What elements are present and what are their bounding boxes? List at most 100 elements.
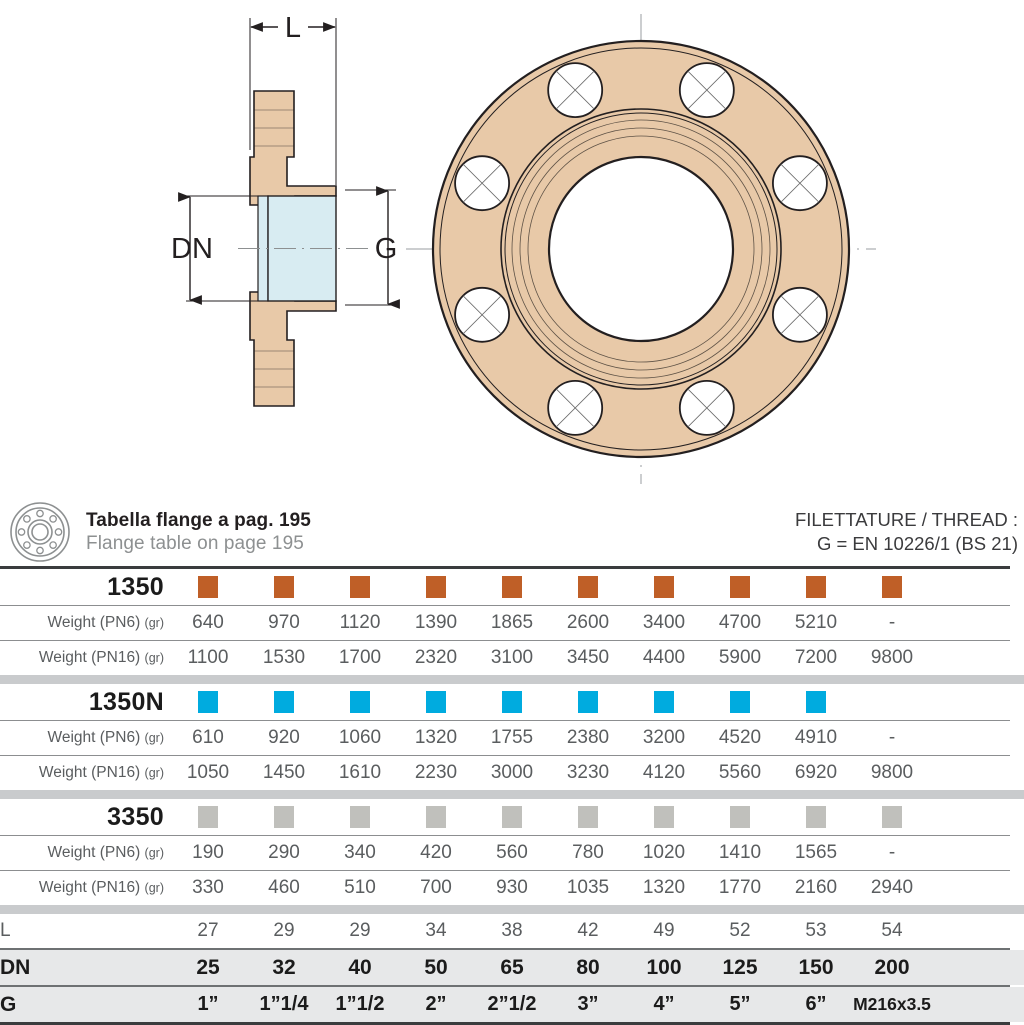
cell: 930 (496, 877, 528, 898)
section-separator (0, 905, 1024, 914)
row-label: Weight (PN16) (gr) (38, 764, 164, 781)
thread-note-line1: FILETTATURE / THREAD : (794, 508, 1018, 530)
row-rule (0, 835, 1010, 836)
row-label: Weight (PN6) (gr) (47, 614, 164, 631)
table-row: Weight (PN6) (gr) 190 290 340 420 560 78… (0, 836, 1024, 870)
row-rule (0, 870, 1010, 871)
cell: 5210 (794, 612, 838, 633)
marker-swatch (654, 576, 674, 598)
dimension-row-G: G 1” 1”1/4 1”1/2 2” 2”1/2 3” 4” 5” 6” M2… (0, 987, 1024, 1022)
cell: 1390 (414, 612, 458, 633)
cell: 340 (344, 842, 376, 863)
bolt-holes (454, 62, 828, 436)
cell: 200 (874, 955, 910, 979)
cell: 2”1/2 (487, 993, 537, 1015)
cell: 3” (577, 993, 599, 1015)
cell: 150 (798, 955, 834, 979)
cell: 700 (420, 877, 452, 898)
cell: 420 (420, 842, 452, 863)
table-row: Weight (PN6) (gr) 610 920 1060 1320 1755… (0, 721, 1024, 755)
cell: 1320 (642, 877, 686, 898)
section-markers-3350 (170, 799, 1024, 835)
cell: 1865 (490, 612, 534, 633)
marker-swatch (426, 691, 446, 713)
cell: 1410 (718, 842, 762, 863)
marker-swatch (350, 576, 370, 598)
cell: 5900 (718, 647, 762, 668)
marker-swatch (654, 806, 674, 828)
cell: 190 (192, 842, 224, 863)
row-label-L: L (0, 920, 11, 941)
row-rule (0, 985, 1010, 987)
marker-swatch (806, 691, 826, 713)
cell: 6” (805, 993, 827, 1015)
cell: M216x3.5 (853, 994, 931, 1014)
row-rule (0, 605, 1010, 606)
marker-swatch (730, 691, 750, 713)
cell: 1755 (490, 727, 534, 748)
marker-swatch (274, 576, 294, 598)
cell: 125 (722, 955, 758, 979)
cell: 25 (196, 955, 220, 979)
cell: 4400 (642, 647, 686, 668)
cell: 3200 (642, 727, 686, 748)
section-header-1350n: 1350N (0, 684, 1024, 720)
cell: 54 (881, 920, 903, 941)
cell: 5” (729, 993, 751, 1015)
cell: 80 (576, 955, 600, 979)
cell: 7200 (794, 647, 838, 668)
cell: - (888, 842, 896, 863)
thread-note: FILETTATURE / THREAD : G = EN 10226/1 (B… (795, 508, 1018, 556)
marker-swatch (274, 691, 294, 713)
cell: 9800 (870, 762, 914, 783)
row-rule (0, 720, 1010, 721)
dim-L-label: L (285, 12, 301, 44)
cell: 1120 (339, 612, 381, 633)
cell: 4520 (718, 727, 762, 748)
cell: 3100 (490, 647, 534, 668)
cell: 32 (272, 955, 296, 979)
marker-swatch (502, 806, 522, 828)
row-rule (0, 755, 1010, 756)
section-separator (0, 790, 1024, 799)
cell: 50 (424, 955, 448, 979)
info-strip: Tabella flange a pag. 195 Flange table o… (0, 498, 1024, 566)
cell: 38 (501, 920, 523, 941)
section-view: DN G L (171, 12, 400, 407)
marker-swatch (198, 576, 218, 598)
cell: 2230 (414, 762, 458, 783)
row-label: Weight (PN6) (gr) (47, 844, 164, 861)
cell: 1” (197, 993, 219, 1015)
marker-swatch (426, 806, 446, 828)
cell: 330 (192, 877, 224, 898)
cell: 4700 (718, 612, 762, 633)
cell: 2600 (566, 612, 610, 633)
cell: 1035 (566, 877, 610, 898)
dimension-row-L: L 27 29 29 34 38 42 49 52 53 54 (0, 914, 1024, 948)
marker-swatch (578, 576, 598, 598)
row-label: Weight (PN6) (gr) (47, 729, 164, 746)
thread-note-line2: G = EN 10226/1 (BS 21) (816, 533, 1018, 554)
cell: 52 (729, 920, 751, 941)
marker-swatch (274, 806, 294, 828)
cell: 1770 (718, 877, 762, 898)
cell: 1020 (642, 842, 686, 863)
flange-table-title-en: Flange table on page 195 (86, 533, 304, 554)
cell: 1320 (414, 727, 458, 748)
flange-icon (4, 501, 76, 563)
marker-swatch (882, 576, 902, 598)
table-top-rule (0, 566, 1010, 569)
cell: 560 (496, 842, 528, 863)
front-view (406, 14, 876, 484)
cell: 780 (572, 842, 604, 863)
table-row: Weight (PN16) (gr) 1050 1450 1610 2230 3… (0, 756, 1024, 790)
row-label: Weight (PN16) (gr) (38, 879, 164, 896)
cell: 460 (268, 877, 300, 898)
marker-swatch (198, 691, 218, 713)
cell: 2” (425, 993, 447, 1015)
cell: 1565 (794, 842, 838, 863)
marker-swatch (730, 806, 750, 828)
section-name-3350: 3350 (107, 802, 164, 831)
marker-swatch (502, 576, 522, 598)
